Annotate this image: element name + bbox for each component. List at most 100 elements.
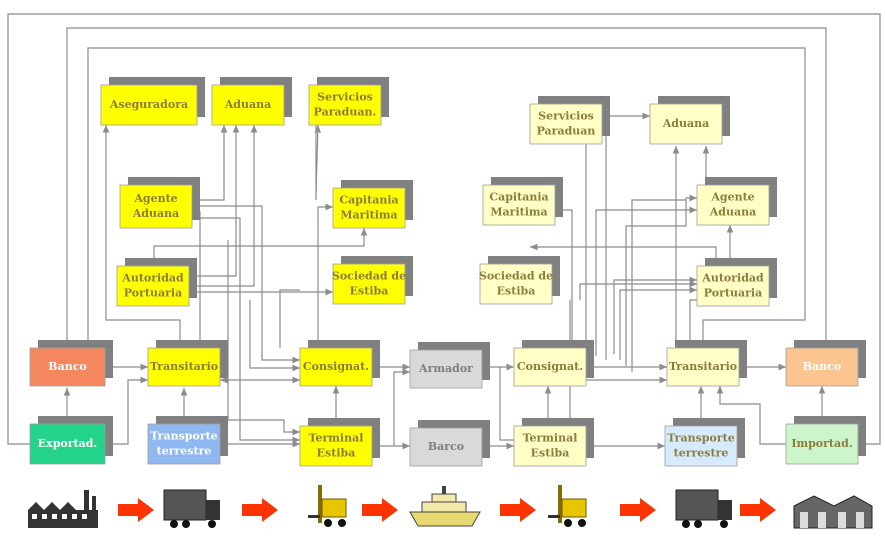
node-label: Armador <box>418 362 473 375</box>
node-label: Paraduan. <box>314 106 377 119</box>
node-label: terrestre <box>157 445 212 458</box>
red-flow-arrow <box>500 498 536 522</box>
bank-loop-connector <box>66 27 830 348</box>
connector-line <box>619 286 697 360</box>
connector-line <box>153 228 368 266</box>
node-box <box>299 425 373 467</box>
node-label: Transporte <box>667 432 734 445</box>
connector-line <box>227 240 300 436</box>
node-box <box>479 263 553 305</box>
node-armador: Armador <box>409 342 490 389</box>
node-label: Estiba <box>531 447 570 460</box>
node-consignat-imp: Consignat. <box>513 340 594 387</box>
node-label: Portuaria <box>124 287 182 300</box>
connector-line <box>625 194 697 366</box>
node-box <box>785 347 859 387</box>
node-label: Agente <box>710 191 754 204</box>
connector-line <box>189 125 258 287</box>
node-banco-exp: Banco <box>29 340 113 387</box>
node-consignat-exp: Consignat. <box>299 340 380 387</box>
node-box <box>696 265 770 307</box>
ship-icon <box>409 486 481 527</box>
connector-line <box>579 280 697 300</box>
connector-line <box>613 276 697 354</box>
node-label: Estiba <box>317 447 356 460</box>
connector-line <box>716 386 786 445</box>
node-box <box>119 184 193 229</box>
node-aseguradora: Aseguradora <box>100 77 205 126</box>
connector-line <box>314 124 322 195</box>
node-box <box>100 84 198 126</box>
flow-arrows <box>118 498 776 522</box>
node-transitario-imp: Transitario <box>666 340 747 387</box>
factory-icon <box>28 490 98 528</box>
connector-line <box>192 125 228 201</box>
node-box <box>409 349 483 389</box>
connector-line <box>102 125 181 348</box>
node-label: Paraduan <box>537 125 596 138</box>
node-label: Banco <box>803 360 841 373</box>
node-label: Consignat. <box>303 360 369 373</box>
connector-line <box>192 205 300 364</box>
red-flow-arrow <box>118 498 154 522</box>
node-label: Transitario <box>669 360 737 373</box>
connector-line <box>105 376 148 445</box>
node-box <box>409 427 483 467</box>
node-label: Capitania <box>489 191 548 204</box>
node-label: Aduana <box>709 206 756 219</box>
node-label: Capitania <box>339 194 398 207</box>
node-label: Sociedad de <box>479 270 553 283</box>
node-label: Agente <box>133 192 177 205</box>
node-box <box>332 263 406 305</box>
node-box <box>308 84 382 126</box>
node-label: Exportad. <box>38 437 98 450</box>
truck-icon <box>163 489 220 528</box>
node-label: Sociedad de <box>332 270 406 283</box>
connector-line <box>190 217 300 444</box>
node-label: Consignat. <box>517 360 583 373</box>
red-flow-arrow <box>740 498 776 522</box>
node-box <box>664 425 738 467</box>
node-box <box>649 103 723 145</box>
node-label: Autoridad <box>701 272 764 285</box>
connector-line <box>279 289 300 348</box>
node-label: Transporte <box>150 430 217 443</box>
connector-line <box>393 368 410 446</box>
node-label: Terminal <box>523 432 578 445</box>
node-label: Estiba <box>350 285 389 298</box>
node-label: Aduana <box>224 98 271 111</box>
node-label: Portuaria <box>704 287 762 300</box>
node-box <box>299 347 373 387</box>
node-box <box>332 187 406 229</box>
node-box <box>29 347 106 387</box>
node-label: Banco <box>48 360 86 373</box>
connector-line <box>631 199 686 372</box>
transitario-loop-connector <box>87 47 806 348</box>
node-box <box>529 103 603 145</box>
node-transporte-imp: Transporte terrestre <box>664 418 745 467</box>
node-box <box>147 423 221 465</box>
node-box <box>211 84 285 126</box>
red-flow-arrow <box>242 498 278 522</box>
node-box <box>147 347 221 387</box>
node-transitario-exp: Transitario <box>147 340 228 387</box>
node-label: terrestre <box>674 447 729 460</box>
node-box <box>666 347 740 387</box>
connector-line <box>249 300 300 372</box>
node-label: Servicios <box>317 91 373 104</box>
truck-icon <box>675 489 732 528</box>
connector-line <box>605 112 650 360</box>
forklift-icon <box>548 485 587 527</box>
